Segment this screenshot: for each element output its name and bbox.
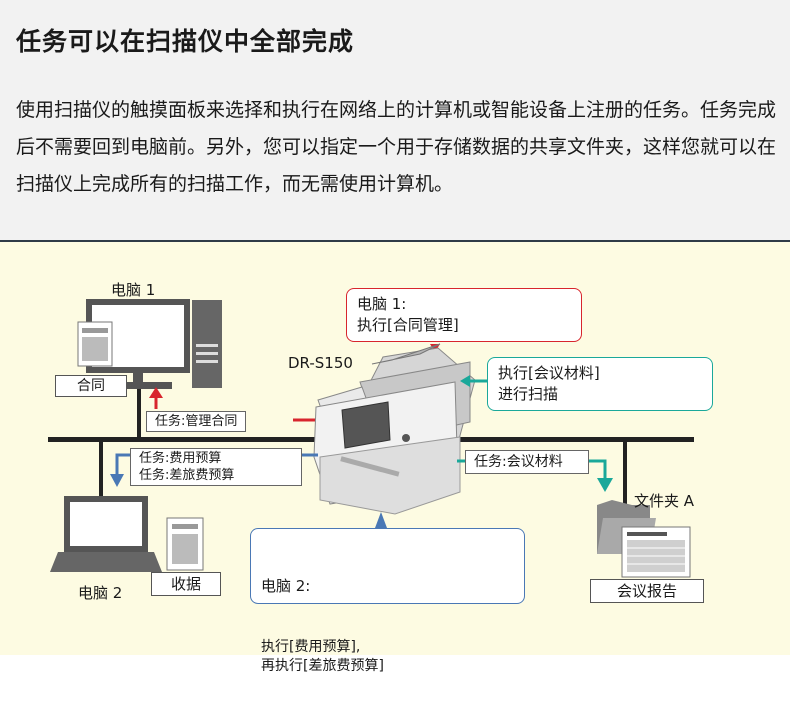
- pc2-callout-title: 电脑 2:: [261, 577, 311, 595]
- pc2-label: 电脑 2: [78, 584, 123, 602]
- contract-document-icon: [77, 321, 113, 367]
- pc2-execution-callout: 电脑 2: 执行[费用预算], 再执行[差旅费预算]: [250, 528, 525, 674]
- pc2-callout-body: 执行[费用预算], 再执行[差旅费预算]: [261, 639, 384, 674]
- folder-callout-pointer: [460, 375, 470, 387]
- page-description: 使用扫描仪的触摸面板来选择和执行在网络上的计算机或智能设备上注册的任务。任务完成…: [16, 99, 777, 195]
- page-title: 任务可以在扫描仪中全部完成: [16, 27, 355, 56]
- folder-execution-callout: 执行[会议材料] 进行扫描: [487, 357, 713, 411]
- pc2-arrow-head: [110, 474, 124, 487]
- receipt-label: 收据: [151, 572, 221, 596]
- scanner-model-label: DR-S150: [288, 354, 353, 372]
- meeting-report-label: 会议报告: [590, 579, 704, 603]
- pc2-callout-pointer: [375, 512, 387, 528]
- pc2-laptop-icon: [50, 496, 162, 572]
- folder-arrow-shaft: [588, 459, 607, 478]
- folder-a-label: 文件夹 A: [634, 492, 695, 510]
- receipt-document-icon: [166, 517, 204, 571]
- pc2-task-box: 任务:费用预算 任务:差旅费预算: [130, 448, 302, 486]
- scanner-icon: [313, 343, 476, 515]
- folder-arrow-head: [597, 478, 613, 492]
- meeting-report-document-icon: [621, 526, 691, 578]
- folder-task-box: 任务:会议材料: [465, 450, 589, 474]
- network-diagram: 电脑 1 合同 任务:管理合同 DR-S150 电脑 1: 执行[合同管理] 执…: [0, 242, 790, 674]
- pc1-arrow-head: [149, 387, 163, 398]
- pc1-label: 电脑 1: [111, 281, 156, 299]
- header-panel: 任务可以在扫描仪中全部完成 使用扫描仪的触摸面板来选择和执行在网络上的计算机或智…: [0, 0, 790, 242]
- pc1-execution-callout: 电脑 1: 执行[合同管理]: [346, 288, 582, 342]
- folder-network-drop: [623, 440, 627, 512]
- diagram-graphics: [48, 299, 694, 578]
- contract-label: 合同: [55, 375, 127, 397]
- pc1-network-drop: [137, 377, 141, 439]
- pc2-arrow-shaft: [115, 453, 132, 474]
- pc1-task-box: 任务:管理合同: [146, 411, 247, 432]
- pc2-network-drop: [99, 440, 103, 496]
